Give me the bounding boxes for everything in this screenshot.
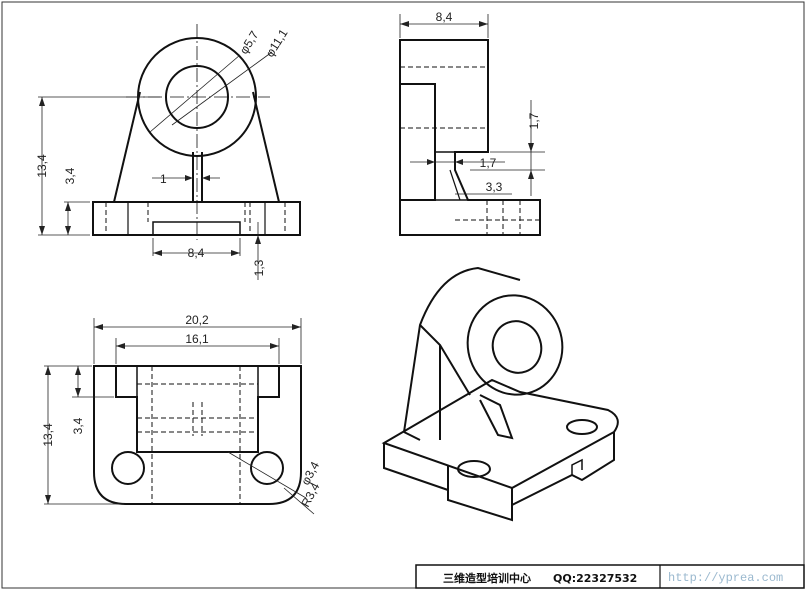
side-dim-notch: 3,3 (486, 180, 503, 194)
side-outline (399, 39, 541, 236)
front-dim-height: 13,4 (35, 154, 49, 178)
front-dim-slot: 8,4 (188, 246, 205, 260)
isometric-view (381, 266, 619, 522)
top-view-dimensions (44, 318, 315, 515)
top-dim-inner: 16,1 (185, 332, 209, 346)
front-dim-base-height: 3,4 (63, 167, 77, 184)
side-dim-width: 8,4 (436, 10, 453, 24)
watermark-url: http://yprea.com (668, 571, 783, 585)
front-base-slot (152, 221, 241, 235)
iso-boss-hole (491, 320, 543, 374)
iso-hole-front (457, 460, 491, 478)
front-base (92, 201, 301, 236)
top-dim-depth: 13,4 (41, 423, 55, 447)
front-dim-slot-depth: 1,3 (252, 259, 266, 276)
side-view (399, 39, 541, 236)
iso-hole-right (566, 419, 598, 435)
title-block: 三维造型培训中心 QQ:22327532 http://yprea.com (415, 564, 805, 589)
top-hole-right (250, 451, 284, 485)
iso-boss-front (466, 294, 564, 396)
title-block-name: 三维造型培训中心 (443, 571, 531, 585)
front-right-edge (252, 91, 280, 203)
top-dim-lug: 3,4 (71, 417, 85, 434)
front-dim-rib: 1 (160, 172, 167, 186)
front-left-edge (113, 91, 141, 203)
iso-base-top (381, 378, 619, 490)
top-outline (93, 365, 302, 505)
title-block-qq: QQ:22327532 (553, 572, 637, 585)
side-dim-step-h: 1,7 (480, 156, 497, 170)
iso-upright (403, 266, 521, 433)
top-view (93, 365, 302, 505)
side-step (399, 83, 436, 201)
top-hole-left (111, 451, 145, 485)
side-view-dimensions (399, 14, 545, 196)
top-dim-overall: 20,2 (185, 313, 209, 327)
side-dim-step-v: 1,7 (527, 112, 541, 129)
